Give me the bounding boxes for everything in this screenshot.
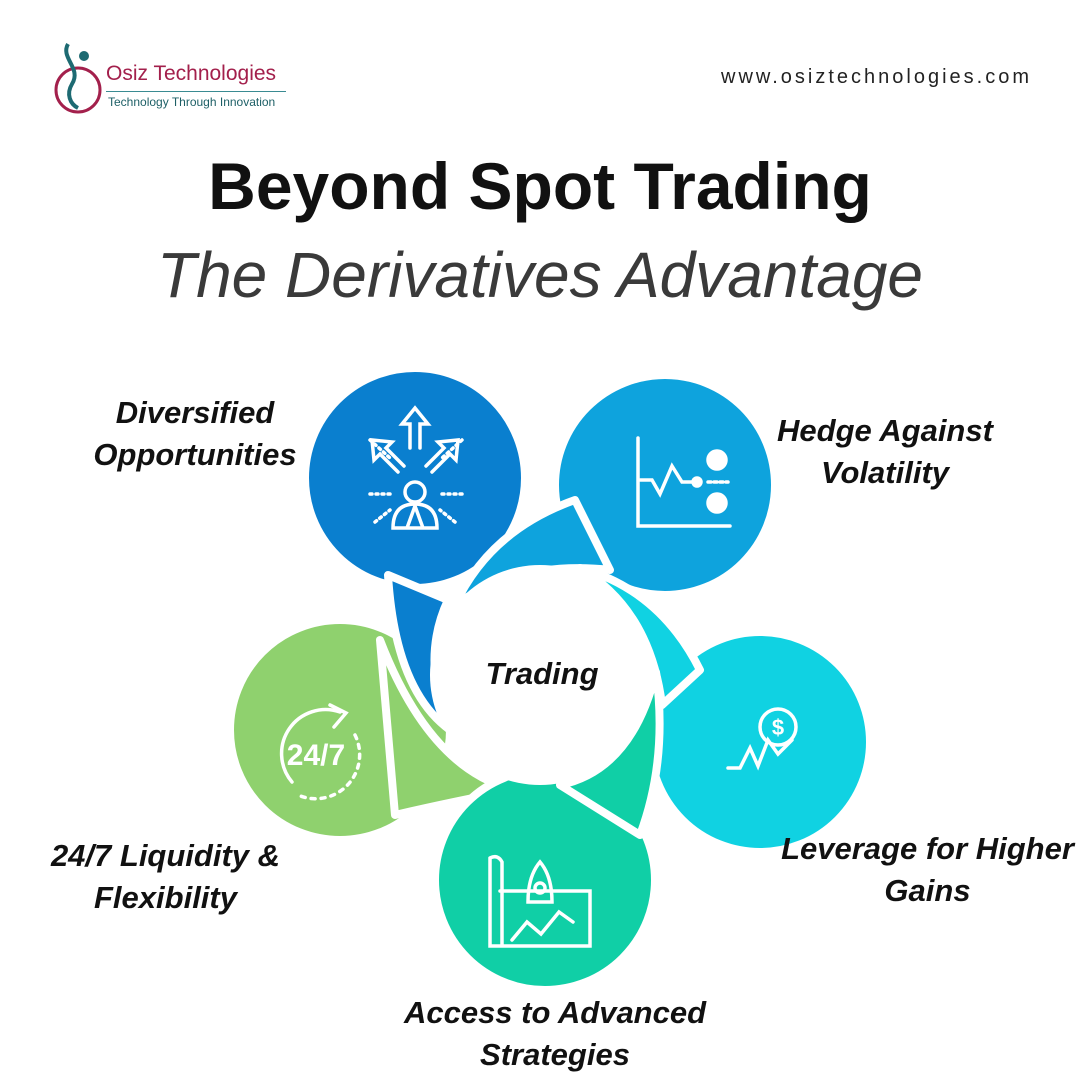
- label-line: Flexibility: [94, 880, 237, 915]
- rocket-strategy-icon: [488, 854, 592, 948]
- label-line: Hedge Against: [777, 413, 993, 448]
- clock-247-text: 24/7: [287, 739, 345, 772]
- leverage-dollar-icon: $: [726, 707, 798, 771]
- label-line: Opportunities: [93, 437, 297, 472]
- page-title: Beyond Spot Trading: [208, 149, 872, 223]
- label-diversified: Diversified Opportunities: [90, 392, 300, 476]
- label-line: Diversified: [115, 395, 275, 430]
- brand-name: Osiz Technologies: [106, 62, 277, 85]
- label-line: Leverage for Higher: [781, 831, 1074, 866]
- label-line: Volatility: [820, 455, 950, 490]
- label-line: Strategies: [480, 1037, 630, 1072]
- svg-text:$: $: [772, 715, 784, 740]
- website-url: www.osiztechnologies.com: [721, 66, 1032, 88]
- center-label: Trading: [485, 656, 598, 691]
- brand-tagline: Technology Through Innovation: [108, 95, 276, 109]
- center-circle: [430, 565, 650, 785]
- label-line: Access to Advanced: [403, 995, 707, 1030]
- clock-247-icon: [279, 703, 362, 801]
- logo-divider: [106, 91, 286, 92]
- page-subtitle: The Derivatives Advantage: [156, 239, 924, 311]
- petal-leverage: [576, 564, 874, 856]
- label-line: 24/7 Liquidity &: [50, 838, 281, 873]
- label-line: Gains: [884, 873, 971, 908]
- label-strategies: Access to Advanced Strategies: [400, 992, 710, 1076]
- label-leverage: Leverage for Higher Gains: [780, 828, 1075, 912]
- diversify-arrows-icon: [368, 405, 464, 530]
- label-liquidity: 24/7 Liquidity & Flexibility: [38, 835, 293, 919]
- osiz-logo-icon: [54, 43, 102, 114]
- hedge-chart-icon: [636, 436, 732, 528]
- label-hedge: Hedge Against Volatility: [770, 410, 1000, 494]
